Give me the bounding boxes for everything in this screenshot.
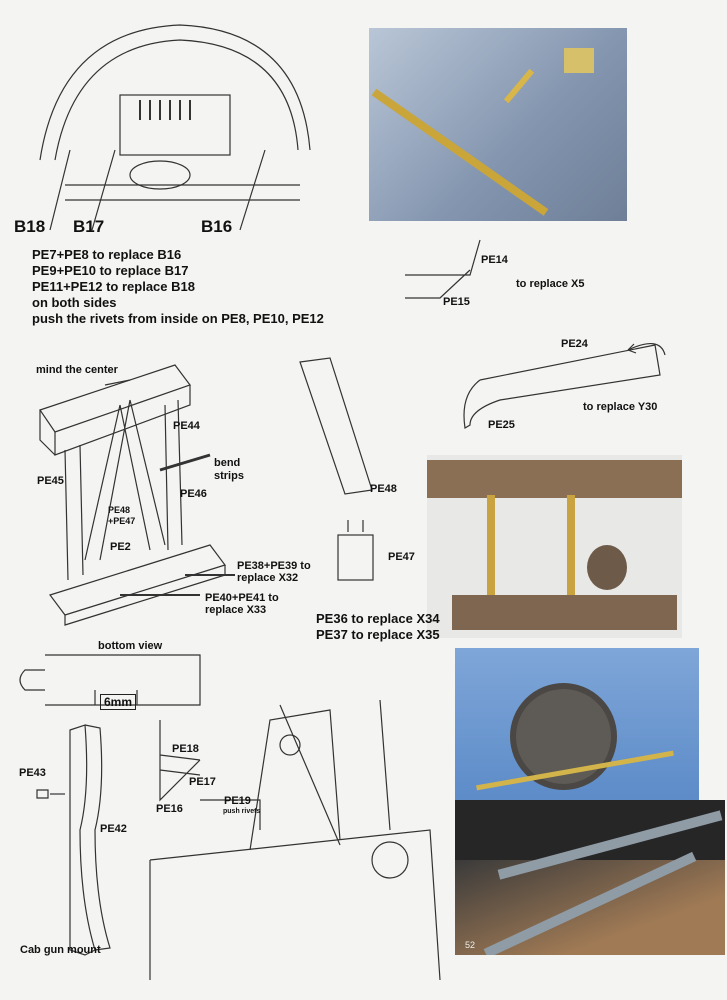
label-pe48-strip: PE48: [370, 483, 397, 495]
label-b16: B16: [201, 217, 233, 236]
note-x33: replace X33: [205, 604, 267, 616]
label-pe19: PE19: [224, 795, 251, 807]
photo-spare-wheel: [455, 648, 699, 803]
note-x32: replace X32: [237, 572, 299, 584]
label-pe15: PE15: [443, 296, 470, 308]
winch-drum: [587, 545, 627, 590]
bottom-view-title: bottom view: [98, 640, 163, 652]
label-pe16: PE16: [156, 803, 183, 815]
brass-strut: [567, 495, 575, 595]
note-pe38: PE38+PE39 to: [237, 560, 311, 572]
instruction-line: on both sides: [32, 295, 117, 310]
brass-part: [564, 48, 594, 73]
note-strips: strips: [214, 470, 244, 482]
label-pe17: PE17: [189, 776, 216, 788]
label-pe44: PE44: [173, 420, 200, 432]
label-pe42: PE42: [100, 823, 127, 835]
label-pe14: PE14: [481, 254, 508, 266]
wood-beam: [427, 460, 682, 498]
label-pe25: PE25: [488, 419, 515, 431]
note-mind-center: mind the center: [36, 364, 118, 376]
note-bend: bend: [214, 457, 241, 469]
photo-etched-parts: [369, 28, 627, 221]
caption-cab-gun-mount: Cab gun mount: [20, 944, 101, 956]
label-pe46: PE46: [180, 488, 207, 500]
note-replace-y30: to replace Y30: [583, 401, 658, 413]
dimension-6mm: 6mm: [100, 694, 137, 710]
caption-pe37: PE37 to replace X35: [316, 627, 440, 642]
label-pe48: PE48: [108, 505, 131, 515]
wood-base: [452, 595, 677, 630]
photo-tow-bar: 52: [455, 800, 725, 955]
instruction-line: PE7+PE8 to replace B16: [32, 247, 182, 262]
label-pe24: PE24: [561, 338, 588, 350]
instructions-block: PE7+PE8 to replace B16 PE9+PE10 to repla…: [32, 247, 324, 327]
label-pe43: PE43: [19, 767, 46, 779]
label-b18: B18: [14, 217, 46, 236]
brass-strut: [487, 495, 495, 595]
instruction-line: PE9+PE10 to replace B17: [32, 263, 189, 278]
label-b17: B17: [73, 217, 105, 236]
note-push-rivets: push rivets: [223, 808, 261, 815]
label-pe47-strip: PE47: [388, 551, 415, 563]
photo-frame-assembly: [427, 455, 682, 638]
label-pe18: PE18: [172, 743, 199, 755]
label-pe45: PE45: [37, 475, 64, 487]
brass-part: [503, 68, 535, 104]
page-number: 52: [465, 940, 476, 950]
note-pe40: PE40+PE41 to: [205, 592, 279, 604]
caption-pe36: PE36 to replace X34: [316, 611, 440, 626]
label-pe2: PE2: [110, 541, 131, 553]
instruction-line: PE11+PE12 to replace B18: [32, 279, 195, 294]
label-pe47: +PE47: [108, 516, 136, 526]
brass-part: [371, 88, 549, 216]
instruction-line: push the rivets from inside on PE8, PE10…: [32, 311, 324, 326]
note-replace-x5: to replace X5: [516, 278, 585, 290]
